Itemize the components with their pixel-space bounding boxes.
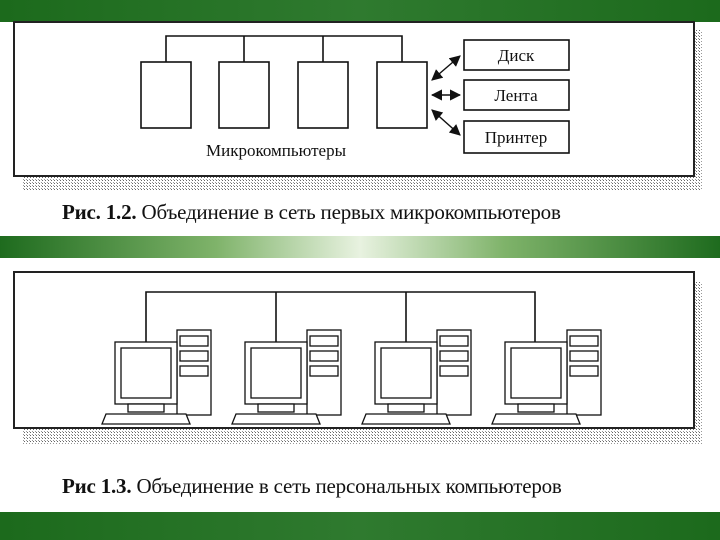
bottom-decor-band <box>0 512 720 540</box>
figure-1-caption-number: Рис. 1.2. <box>62 200 137 224</box>
personal-computer-1 <box>101 329 212 425</box>
top-decor-band <box>0 0 720 22</box>
figure-1-caption: Рис. 1.2. Объединение в сеть первых микр… <box>62 200 561 225</box>
device-disk-label: Диск <box>498 46 535 65</box>
microcomputer-3 <box>297 61 349 129</box>
figure-2-bus <box>145 291 536 342</box>
device-tape-label: Лента <box>494 86 538 105</box>
device-printer-box <box>463 120 570 154</box>
device-tape-box <box>463 79 570 111</box>
microcomputer-4 <box>376 61 428 129</box>
device-boxes <box>463 39 570 154</box>
device-printer-label: Принтер <box>485 128 547 147</box>
arrow-to-printer <box>431 109 461 136</box>
personal-computer-3 <box>361 329 472 425</box>
figure-1-bus <box>165 35 403 62</box>
device-disk-box <box>463 39 570 71</box>
personal-computer-4 <box>491 329 602 425</box>
microcomputer-1 <box>140 61 192 129</box>
arrow-to-disk <box>431 55 461 81</box>
figure-2-caption-text: Объединение в сеть персональных компьюте… <box>136 474 562 498</box>
figure-2-caption: Рис 1.3. Объединение в сеть персональных… <box>62 474 562 499</box>
device-arrows <box>430 55 462 136</box>
microcomputers-label: Микрокомпьютеры <box>206 141 347 160</box>
figure-1-caption-text: Объединение в сеть первых микрокомпьютер… <box>141 200 561 224</box>
middle-decor-band <box>0 236 720 258</box>
figure-2-caption-number: Рис 1.3. <box>62 474 132 498</box>
personal-computer-2 <box>231 329 342 425</box>
microcomputer-boxes <box>140 61 428 129</box>
microcomputer-2 <box>218 61 270 129</box>
figure-1-frame <box>13 21 702 190</box>
